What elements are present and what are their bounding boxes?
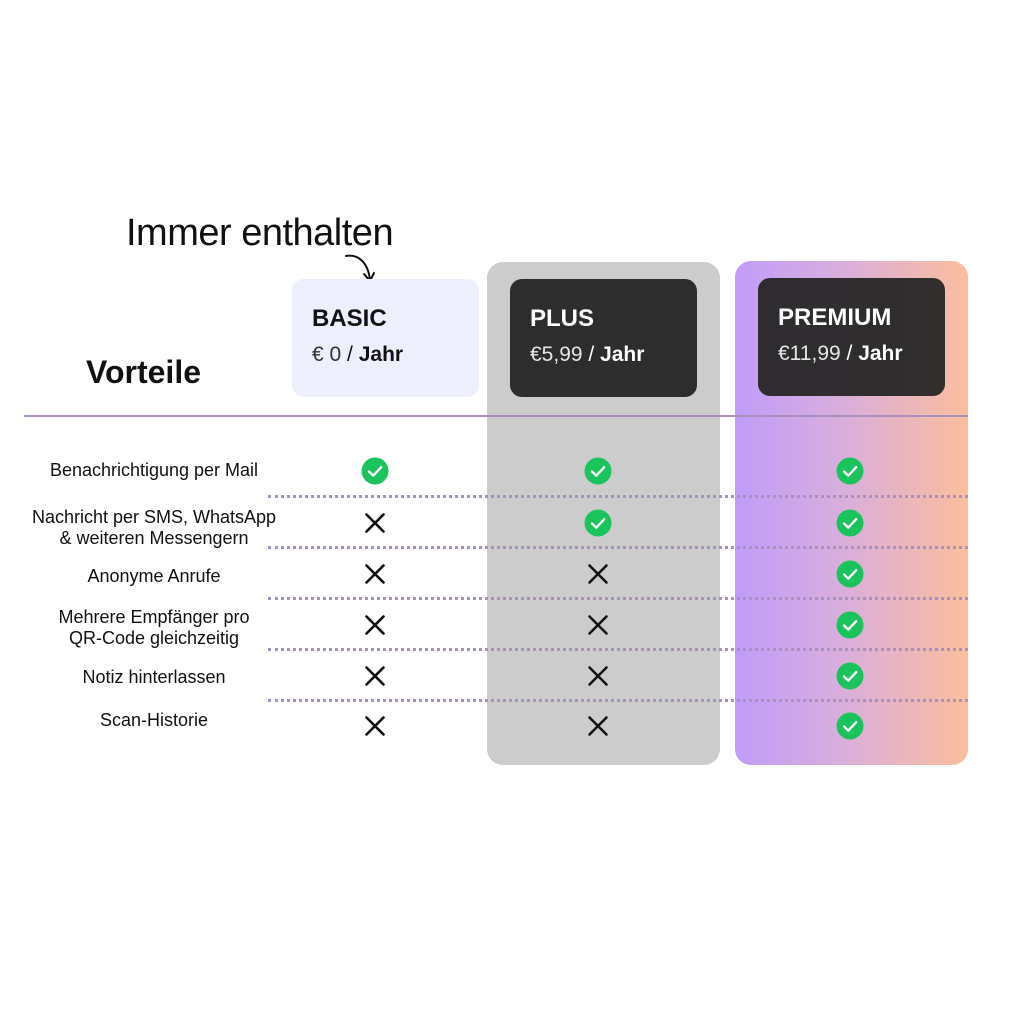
plan-card-plus[interactable]: PLUS €5,99 / Jahr — [510, 279, 697, 397]
check-circle-icon — [836, 712, 864, 740]
plan-price-amount: €5,99 — [530, 343, 583, 366]
row-divider — [268, 495, 968, 498]
cross-icon — [588, 716, 608, 736]
plan-price-separator: / — [840, 342, 859, 365]
plan-card-premium[interactable]: PREMIUM €11,99 / Jahr — [758, 278, 945, 396]
row-divider — [268, 699, 968, 702]
feature-label: Benachrichtigung per Mail — [49, 460, 259, 480]
cross-icon — [365, 513, 385, 533]
feature-label: Notiz hinterlassen — [82, 667, 226, 687]
plan-price: €5,99 / Jahr — [530, 341, 697, 369]
cross-icon — [588, 666, 608, 686]
check-circle-icon — [584, 509, 612, 537]
check-circle-icon — [836, 457, 864, 485]
plan-name: BASIC — [312, 305, 387, 332]
section-title: Vorteile — [86, 354, 201, 390]
row-divider — [268, 546, 968, 549]
plan-price-amount: € 0 — [312, 343, 342, 366]
check-circle-icon — [584, 457, 612, 485]
check-circle-icon — [836, 509, 864, 537]
plan-price-period: Jahr — [358, 343, 404, 366]
cross-icon — [588, 615, 608, 635]
plan-price-period: Jahr — [858, 342, 903, 365]
plan-price: €11,99 / Jahr — [778, 340, 945, 368]
row-divider — [268, 648, 968, 651]
feature-label: Anonyme Anrufe — [87, 566, 221, 586]
feature-label: Scan-Historie — [99, 710, 209, 730]
plan-name: PLUS — [530, 305, 595, 332]
plan-price-separator: / — [341, 343, 359, 366]
cross-icon — [365, 615, 385, 635]
check-circle-icon — [836, 611, 864, 639]
header-divider — [24, 415, 968, 417]
feature-label: Nachricht per SMS, WhatsApp& weiteren Me… — [31, 507, 277, 548]
plan-card-basic[interactable]: BASIC € 0 / Jahr — [292, 279, 479, 397]
plan-price-amount: €11,99 — [778, 342, 841, 365]
plan-price: € 0 / Jahr — [312, 341, 479, 369]
plan-price-period: Jahr — [600, 343, 645, 366]
check-circle-icon — [361, 457, 389, 485]
check-circle-icon — [836, 662, 864, 690]
included-note: Immer enthalten — [126, 212, 394, 254]
cross-icon — [588, 564, 608, 584]
cross-icon — [365, 564, 385, 584]
cross-icon — [365, 716, 385, 736]
plan-name: PREMIUM — [778, 304, 892, 331]
check-circle-icon — [836, 560, 864, 588]
cross-icon — [365, 666, 385, 686]
plan-price-separator: / — [582, 343, 601, 366]
row-divider — [268, 597, 968, 600]
